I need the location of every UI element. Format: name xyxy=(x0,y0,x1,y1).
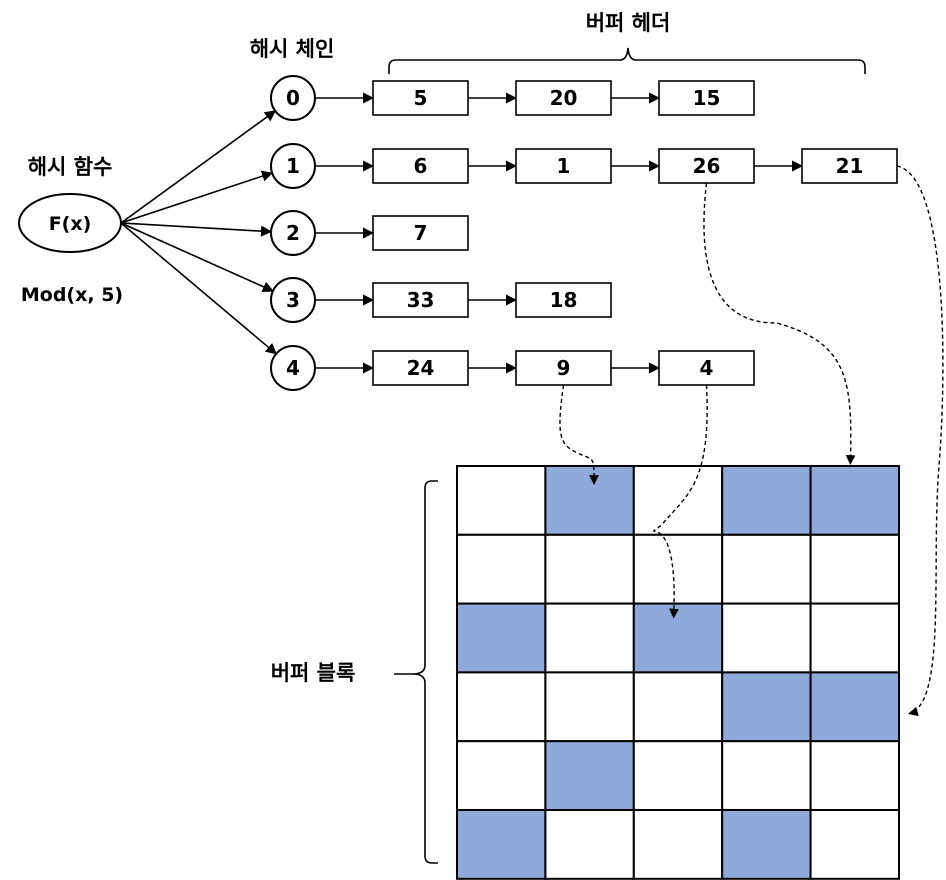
buffer-block-cell xyxy=(809,533,900,605)
buffer-block-cell xyxy=(456,533,547,605)
buffer-header-value: 18 xyxy=(550,288,578,312)
buffer-header-value: 33 xyxy=(407,288,435,312)
buffer-block-cell xyxy=(456,740,547,812)
buffer-block-cell xyxy=(809,602,900,674)
buffer-block-links xyxy=(559,165,944,717)
hash-arrow-3 xyxy=(120,222,274,293)
buffer-block-cell xyxy=(544,809,635,880)
hash-output-arrows xyxy=(120,110,278,355)
hash-function-title: 해시 함수 xyxy=(28,155,113,179)
buffer-header-box xyxy=(515,148,612,184)
buffer-block-cell xyxy=(456,809,547,880)
hash-chain-title: 해시 체인 xyxy=(250,37,335,61)
hash-arrow-2 xyxy=(120,222,273,237)
buffer-block-cell xyxy=(721,533,812,605)
chain-1: 1 6 1 26 21 xyxy=(270,143,898,189)
hash-arrow-4 xyxy=(120,222,278,355)
buffer-header-value: 15 xyxy=(693,86,721,110)
buffer-header-box xyxy=(515,350,612,386)
buffer-header-value: 1 xyxy=(557,154,571,178)
hash-arrow-1 xyxy=(120,170,274,224)
buffer-block-cell xyxy=(456,671,547,743)
buffer-header-title: 버퍼 헤더 xyxy=(586,11,671,35)
buffer-block-cell xyxy=(544,740,635,812)
buffer-block-cell xyxy=(632,602,724,674)
buffer-block-cell xyxy=(632,671,724,743)
buffer-header-box xyxy=(658,80,755,116)
buffer-block-cell xyxy=(721,740,812,812)
buffer-block-cell xyxy=(544,533,635,605)
buffer-block-cell xyxy=(456,465,547,536)
buffer-block-title: 버퍼 블록 xyxy=(271,661,356,685)
buffer-block-cell xyxy=(809,740,900,812)
buffer-header-value: 21 xyxy=(836,154,864,178)
buffer-header-box xyxy=(658,350,755,386)
buffer-block-cell xyxy=(632,740,724,812)
buffer-header-value: 9 xyxy=(557,356,571,380)
buffer-block-link xyxy=(896,165,944,717)
buffer-block-brace xyxy=(412,480,438,864)
buffer-header-box xyxy=(515,282,612,318)
buffer-header-brace xyxy=(388,47,866,74)
buffer-header-value: 6 xyxy=(414,154,428,178)
buffer-block-cell xyxy=(721,465,812,536)
buffer-header-box xyxy=(801,148,898,184)
chain-index-label: 3 xyxy=(286,288,300,312)
buffer-block-cell xyxy=(809,465,900,536)
chain-index-label: 1 xyxy=(286,154,300,178)
buffer-header-value: 4 xyxy=(700,356,714,380)
chain-index-label: 4 xyxy=(286,356,300,380)
hash-formula: Mod(x, 5) xyxy=(21,284,123,306)
buffer-header-value: 26 xyxy=(693,154,721,178)
buffer-header-value: 24 xyxy=(407,356,435,380)
buffer-block-cell xyxy=(456,602,547,674)
buffer-block-cell xyxy=(632,809,724,880)
buffer-header-box xyxy=(515,80,612,116)
chain-index-label: 0 xyxy=(286,86,300,110)
buffer-header-box xyxy=(372,80,469,116)
buffer-header-value: 5 xyxy=(414,86,428,110)
buffer-block-link xyxy=(703,182,856,465)
chain-4: 4 24 9 4 xyxy=(270,345,755,391)
buffer-block-cell xyxy=(721,809,812,880)
buffer-block-cell xyxy=(544,602,635,674)
buffer-block-cell xyxy=(544,671,635,743)
chain-index-label: 2 xyxy=(286,221,300,245)
buffer-block-grid xyxy=(456,465,900,880)
buffer-block-cell xyxy=(544,465,635,536)
hash-arrow-0 xyxy=(120,110,277,224)
buffer-block-cell xyxy=(632,465,724,536)
buffer-block-cell xyxy=(632,533,724,605)
buffer-block-cell xyxy=(721,671,812,743)
buffer-block-link xyxy=(653,384,708,619)
chain-0: 0 5 20 15 xyxy=(270,75,755,121)
buffer-header-box xyxy=(658,148,755,184)
buffer-header-value: 7 xyxy=(414,221,428,245)
buffer-block-cell xyxy=(809,809,900,880)
hash-function-label: F(x) xyxy=(49,213,92,235)
buffer-block-cell xyxy=(809,671,900,743)
buffer-header-box xyxy=(372,215,469,251)
buffer-block-cell xyxy=(721,602,812,674)
buffer-header-value: 20 xyxy=(550,86,578,110)
